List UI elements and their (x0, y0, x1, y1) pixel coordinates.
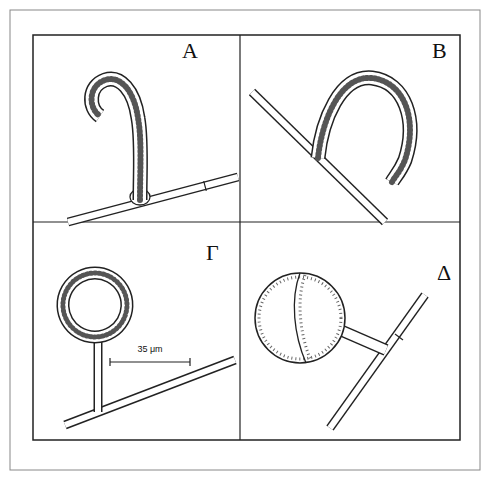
stippling (63, 273, 127, 337)
scale-bar-tick (109, 358, 110, 366)
closed-ring (63, 273, 127, 337)
hook-structure (92, 79, 141, 200)
outer-frame (10, 10, 480, 470)
hook-structure (318, 78, 410, 182)
panel-letter: Γ (206, 242, 219, 264)
body-stalk (340, 330, 386, 350)
hook-structure (318, 78, 410, 182)
scale-bar-tick (189, 358, 190, 366)
hypha (68, 177, 238, 222)
ring-stalk (94, 334, 103, 412)
ring-stalk (95, 334, 101, 412)
rounded-body (255, 273, 345, 363)
panel-letter: A (182, 40, 198, 62)
hook-structure (92, 79, 141, 200)
panel-letter: Δ (437, 262, 451, 284)
stippling (300, 275, 311, 361)
body-stalk (340, 330, 386, 350)
panel-divider (33, 221, 460, 222)
panel-divider (239, 35, 240, 440)
hypha (68, 177, 238, 222)
septum (204, 181, 207, 191)
scale-bar-label: 35 μm (110, 345, 190, 354)
panel-frame (33, 35, 460, 440)
stippling (92, 79, 141, 200)
stippling (318, 78, 410, 182)
panel-letter: B (432, 40, 447, 62)
septum (395, 334, 403, 340)
scale-bar (110, 361, 190, 362)
closed-ring (63, 273, 127, 337)
hypha (65, 360, 235, 425)
hypha (65, 360, 235, 425)
body-lobe-line (294, 273, 306, 363)
